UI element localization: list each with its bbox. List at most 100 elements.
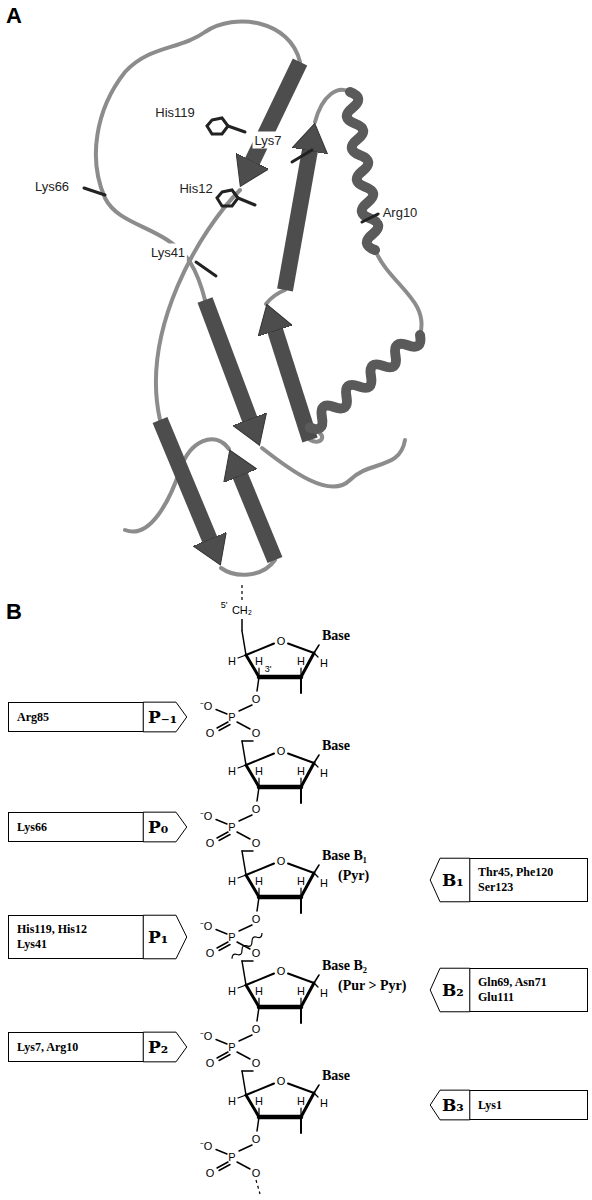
residue-label: His119	[153, 104, 197, 121]
atom-label: P	[228, 931, 235, 943]
subsite-tag: P₋₁	[143, 702, 187, 732]
cleavage-mark	[232, 933, 262, 959]
atom-label: O	[277, 855, 286, 867]
pentagon-shape	[430, 968, 470, 1012]
residue-label: Lys7	[253, 132, 284, 149]
atom-label: CH₂	[232, 604, 252, 616]
residue-list: His119, His12 Lys41	[17, 922, 105, 952]
pentagon-shape	[430, 1090, 470, 1120]
atom-label: O	[277, 745, 286, 757]
atom-label: H	[320, 657, 328, 669]
atom-label: H	[255, 1095, 263, 1107]
residue-list: Lys66	[17, 820, 47, 835]
atom-label: O	[252, 693, 261, 705]
base-label: (Pyr)	[338, 868, 369, 884]
subsite-box: Gln69, Asn71 Glu111 B₂	[430, 968, 588, 1012]
atom-label: H	[320, 767, 328, 779]
atom-label: H	[297, 765, 305, 777]
atom-label: H	[297, 985, 305, 997]
ribose-ring	[238, 961, 319, 1023]
subsite-name: P₋₁	[148, 707, 177, 727]
alpha-helix	[343, 91, 382, 251]
atom-label: H	[320, 987, 328, 999]
base-label: Base	[322, 738, 350, 754]
residue-box: Gln69, Asn71 Glu111	[469, 968, 588, 1012]
atom-label: O	[252, 803, 261, 815]
atom-label: H	[228, 765, 236, 777]
ester-bond	[242, 1071, 253, 1072]
residue-label: Lys41	[149, 244, 187, 261]
residue-box: Lys7, Arg10	[8, 1032, 144, 1062]
ester-bond	[242, 961, 253, 962]
atom-label: P	[228, 821, 235, 833]
subsite-tag: B₁	[430, 858, 470, 902]
locant-label: 3'	[265, 664, 272, 674]
subsite-name: B₁	[442, 870, 464, 890]
ester-bond	[242, 741, 253, 742]
subsite-box: Lys1 B₃	[430, 1090, 588, 1120]
panel-letter: B	[6, 599, 22, 625]
atom-label: ⁻O	[200, 808, 213, 823]
rna-chain	[216, 583, 319, 1194]
atom-label: O	[277, 965, 286, 977]
residue-list: Lys1	[478, 1098, 502, 1113]
residue-label: Arg10	[381, 204, 420, 221]
residue-list: Arg85	[17, 710, 49, 725]
atom-label: ⁻O	[200, 1138, 213, 1153]
atom-label: O	[252, 1023, 261, 1035]
residue-list: Lys7, Arg10	[17, 1040, 78, 1055]
atom-label: O	[277, 1075, 286, 1087]
subsite-box: Lys7, Arg10 P₂	[8, 1032, 187, 1062]
residue-label: Lys66	[33, 178, 71, 195]
atom-label: P	[228, 1041, 235, 1053]
protein-ribbon	[84, 22, 424, 575]
atom-label: H	[297, 655, 305, 667]
atom-label: H	[228, 655, 236, 667]
atom-label: O	[206, 947, 215, 959]
base-label: Base B₂	[322, 958, 367, 974]
alpha-helix	[305, 330, 424, 433]
atom-label: O	[206, 1167, 215, 1179]
atom-label: O	[252, 947, 261, 959]
subsite-box: Thr45, Phe120 Ser123B₁	[430, 858, 588, 902]
residue-box: His119, His12 Lys41	[8, 915, 144, 959]
atom-label: O	[252, 727, 261, 739]
residue-box: Lys1	[469, 1090, 588, 1120]
atom-label: H	[320, 1097, 328, 1109]
base-label: Base	[322, 1068, 350, 1084]
residue-label: His12	[177, 180, 214, 197]
atom-label: O	[252, 913, 261, 925]
atom-label: O	[252, 1167, 261, 1179]
subsite-name: B₃	[442, 1095, 464, 1115]
residue-box: Thr45, Phe120 Ser123	[469, 858, 588, 902]
ribose-ring	[238, 741, 319, 803]
base-label: Base	[322, 628, 350, 644]
loop-coil	[96, 22, 422, 575]
atom-label: ⁻O	[200, 698, 213, 713]
subsite-tag: B₃	[430, 1090, 470, 1120]
residue-list: Gln69, Asn71 Glu111	[478, 975, 579, 1005]
residue-box: Arg85	[8, 702, 144, 732]
subsite-tag: P₂	[143, 1032, 187, 1062]
atom-label: O	[252, 1057, 261, 1069]
base-label: (Pur > Pyr)	[338, 978, 406, 994]
subsite-tag: B₂	[430, 968, 470, 1012]
atom-label: H	[255, 765, 263, 777]
pentagon-shape	[430, 858, 470, 902]
atom-label: P	[228, 1151, 235, 1163]
atom-label: O	[252, 837, 261, 849]
chain-continuation	[256, 1180, 260, 1194]
beta-strand	[160, 62, 310, 560]
locant-label: 5'	[221, 600, 228, 610]
atom-label: P	[228, 711, 235, 723]
subsite-box: Arg85 P₋₁	[8, 702, 187, 732]
base-label: Base B₁	[322, 848, 367, 864]
atom-label: ⁻O	[200, 918, 213, 933]
atom-label: O	[206, 837, 215, 849]
c5-bond	[241, 619, 243, 631]
atom-label: H	[320, 877, 328, 889]
atom-label: O	[206, 727, 215, 739]
ribose-ring	[238, 631, 319, 693]
pentagon-shape	[143, 1032, 187, 1062]
